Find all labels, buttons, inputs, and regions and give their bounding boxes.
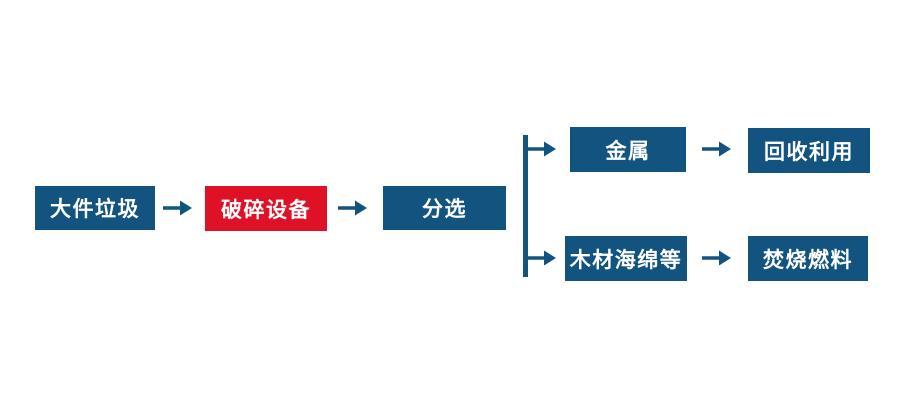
arrow-right-icon (702, 250, 731, 266)
node-sorting: 分选 (383, 186, 506, 230)
arrow-right-icon (163, 200, 192, 216)
arrow-right-icon (702, 141, 731, 157)
node-wood-sponge: 木材海绵等 (565, 236, 687, 281)
node-crushing-equipment: 破碎设备 (205, 186, 327, 231)
branch-arrow-right-icon (525, 250, 556, 266)
node-bulky-waste-label: 大件垃圾 (50, 198, 140, 221)
node-recycling: 回收利用 (748, 128, 870, 173)
node-wood-sponge-label: 木材海绵等 (569, 248, 683, 272)
node-incineration-fuel: 焚烧燃料 (748, 236, 868, 281)
node-metal: 金属 (570, 127, 686, 172)
node-bulky-waste: 大件垃圾 (35, 186, 155, 230)
node-metal-label: 金属 (605, 139, 651, 163)
node-recycling-label: 回收利用 (764, 140, 854, 164)
node-sorting-label: 分选 (422, 198, 467, 221)
node-crushing-equipment-label: 破碎设备 (221, 198, 311, 222)
node-incineration-fuel-label: 焚烧燃料 (763, 248, 853, 272)
arrow-right-icon (338, 200, 367, 216)
branch-connector-line (523, 135, 528, 277)
branch-arrow-right-icon (525, 141, 556, 157)
